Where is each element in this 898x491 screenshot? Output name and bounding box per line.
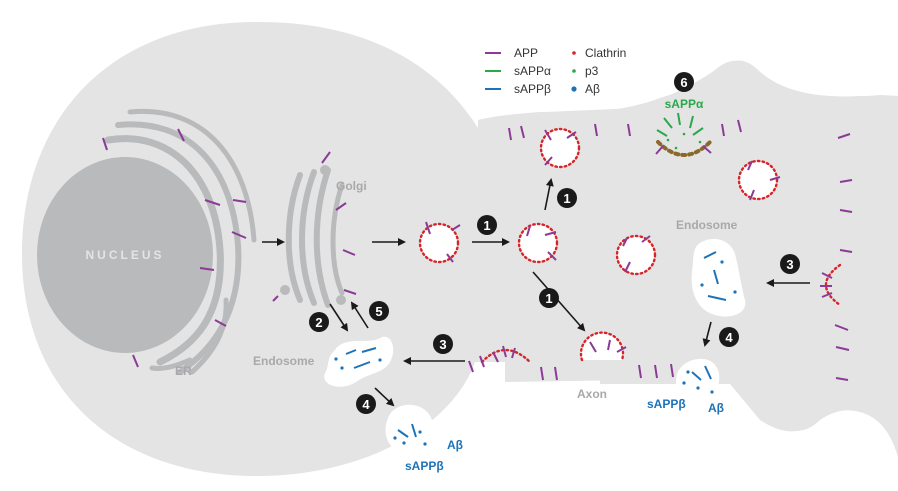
sappb-left-label: sAPPβ (405, 459, 444, 473)
golgi-cisterna-1 (285, 172, 303, 303)
er-membrane-5 (149, 357, 193, 371)
er-label: ER (175, 364, 192, 378)
secretion-right-pocket (676, 358, 720, 390)
cell-body (21, 21, 898, 477)
svg-text:5: 5 (375, 304, 382, 319)
secretion-left-pocket (385, 404, 434, 454)
sappa-release-label: sAPPα (665, 97, 704, 111)
legend-item-abeta: Aβ (571, 82, 600, 96)
secretion-left: Aβ sAPPβ (385, 404, 463, 473)
golgi-vesicle-2 (280, 285, 290, 295)
svg-text:4: 4 (725, 330, 733, 345)
golgi-cisterna-4 (330, 182, 345, 296)
step-badge-3-left: 3 (433, 334, 453, 354)
legend: APP sAPPα sAPPβ Clathrin p3 Aβ (485, 46, 626, 96)
abeta-left-label: Aβ (447, 438, 463, 452)
arrow-step4-right (702, 321, 712, 347)
er: ER (104, 108, 257, 378)
golgi-vesicle-3 (336, 295, 346, 305)
step-badge-3-right: 3 (780, 254, 800, 274)
vesicle-right (737, 159, 779, 201)
svg-text:1: 1 (545, 291, 552, 306)
golgi-label: Golgi (336, 179, 367, 193)
arrow-step4-left (374, 387, 395, 407)
golgi-vesicle-1 (320, 165, 330, 175)
step-badge-6: 6 (674, 72, 694, 92)
axon-lower-tail (600, 355, 898, 458)
membrane-app-molecules (468, 119, 853, 381)
sappb-right-label: sAPPβ (647, 397, 686, 411)
arrow-step2 (329, 303, 349, 332)
sappa-release: sAPPα (655, 97, 712, 157)
pathway-arrows (262, 178, 810, 407)
legend-item-sappa: sAPPα (485, 64, 551, 78)
legend-item-sappb: sAPPβ (485, 82, 551, 96)
svg-text:APP: APP (514, 46, 538, 60)
svg-text:3: 3 (439, 337, 446, 352)
golgi-cisterna-3 (313, 167, 331, 308)
svg-text:p3: p3 (585, 64, 599, 78)
svg-text:3: 3 (786, 257, 793, 272)
step-badge-1-down: 1 (539, 288, 559, 308)
axon-label: Axon (577, 387, 607, 401)
vesicle-middle (615, 234, 657, 276)
er-membrane-1 (104, 135, 224, 366)
er-membrane-2 (115, 121, 242, 375)
vesicle-app-molecules (425, 129, 833, 363)
golgi-cisterna-2 (299, 169, 317, 306)
svg-text:1: 1 (483, 218, 490, 233)
svg-text:2: 2 (315, 315, 322, 330)
step-badge-2: 2 (309, 312, 329, 332)
arrow-step5 (350, 301, 369, 329)
step-badge-4-right: 4 (719, 327, 739, 347)
legend-item-clathrin: Clathrin (572, 46, 626, 60)
legend-item-p3: p3 (572, 64, 599, 78)
abeta-right-label: Aβ (708, 401, 724, 415)
svg-text:sAPPβ: sAPPβ (514, 82, 551, 96)
legend-item-app: APP (485, 46, 538, 60)
er-membrane-4 (189, 297, 229, 375)
nucleus: NUCLEUS (37, 157, 213, 353)
step-badges: 1 1 1 2 5 3 4 3 (309, 72, 800, 414)
svg-text:6: 6 (680, 75, 687, 90)
step-badge-1-horizontal: 1 (477, 215, 497, 235)
vesicle-membrane-budding-left (480, 348, 532, 364)
svg-text:Clathrin: Clathrin (585, 46, 626, 60)
endosome-left-body (324, 336, 394, 387)
endosome-left: Endosome (253, 336, 394, 387)
step-badge-4-left: 4 (356, 394, 376, 414)
nucleus-body (37, 157, 213, 353)
endosome-right-label: Endosome (676, 218, 738, 232)
step-badge-5: 5 (369, 301, 389, 321)
endosome-right: Endosome (676, 218, 746, 317)
secretion-right: sAPPβ Aβ (647, 358, 724, 415)
nucleus-label: NUCLEUS (85, 248, 164, 262)
svg-text:sAPPα: sAPPα (514, 64, 551, 78)
svg-text:1: 1 (563, 191, 570, 206)
svg-text:Aβ: Aβ (585, 82, 600, 96)
step-badge-1-up: 1 (557, 188, 577, 208)
endosome-left-label: Endosome (253, 354, 315, 368)
er-app-molecules (102, 128, 247, 368)
axon-process (475, 128, 898, 362)
svg-text:4: 4 (362, 397, 370, 412)
golgi: Golgi (280, 165, 367, 308)
arrow-step1-up (544, 178, 554, 211)
er-membrane-3 (127, 108, 257, 243)
axon-upper-bulge (478, 60, 898, 140)
golgi-app-molecules (272, 151, 357, 302)
